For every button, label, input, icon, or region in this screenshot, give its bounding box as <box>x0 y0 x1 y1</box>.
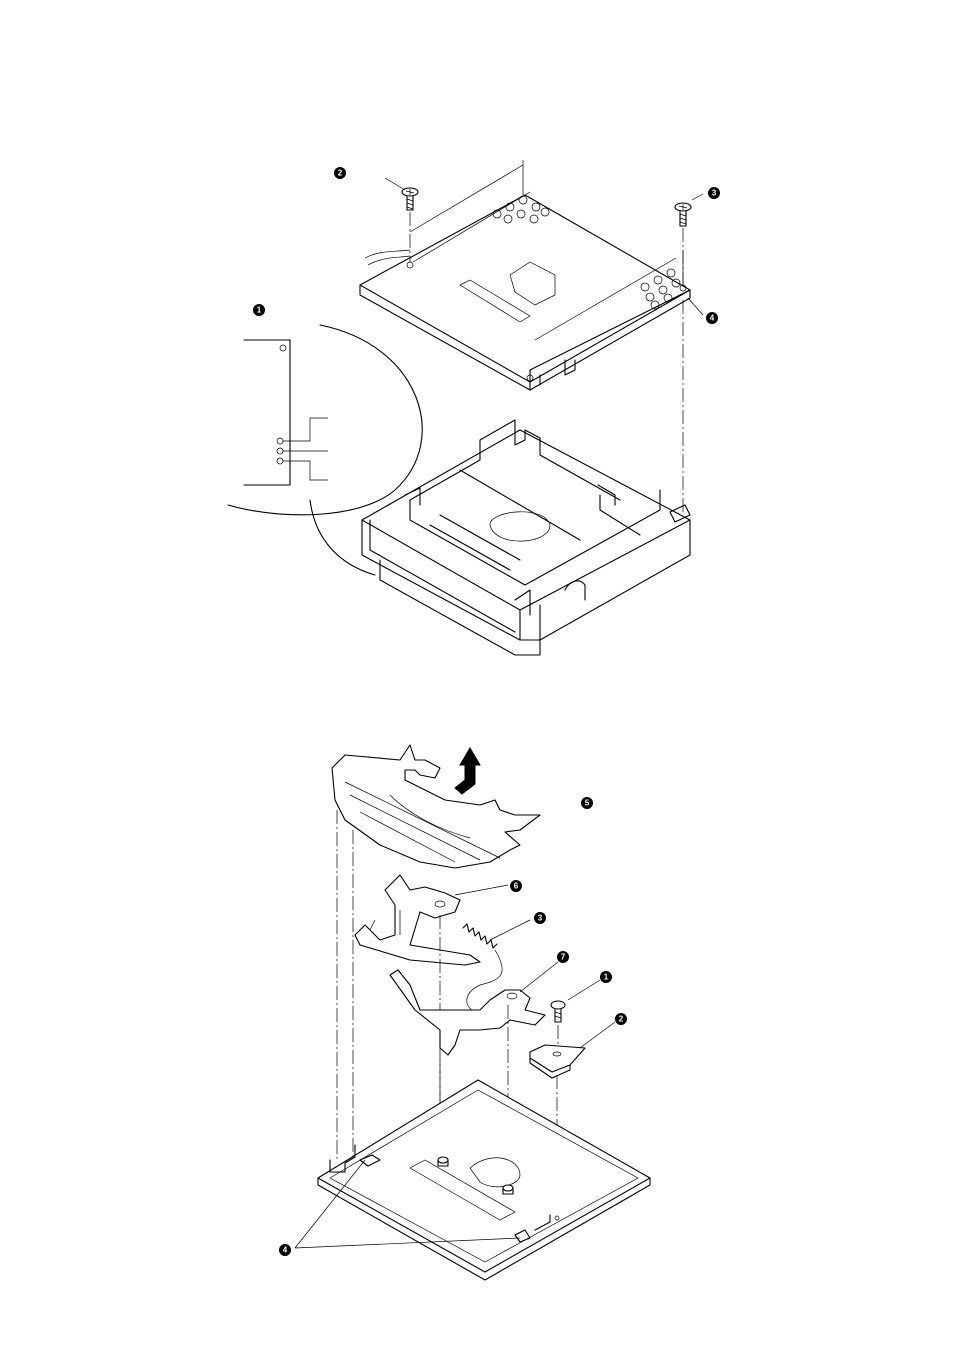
callout-bottom-7: 7 <box>557 951 569 963</box>
callout-bottom-1: 1 <box>600 971 612 983</box>
svg-text:2: 2 <box>619 1015 624 1024</box>
svg-text:7: 7 <box>561 953 566 962</box>
svg-text:3: 3 <box>538 914 543 923</box>
top-cover <box>360 195 690 390</box>
svg-text:5: 5 <box>585 799 590 808</box>
svg-text:4: 4 <box>283 1246 288 1255</box>
mechanism-chassis <box>362 420 690 655</box>
bottom-assembly <box>295 745 650 1280</box>
callout-bottom-3: 3 <box>534 912 546 924</box>
svg-text:6: 6 <box>514 882 519 891</box>
svg-text:1: 1 <box>604 973 609 982</box>
callout-top-3: 3 <box>708 187 720 199</box>
callout-top-4: 4 <box>706 312 718 324</box>
callout-bottom-4: 4 <box>279 1244 291 1256</box>
callout-bottom-5: 5 <box>581 797 593 809</box>
lift-arrow-icon <box>455 748 480 794</box>
callout-top-1: 1 <box>253 304 265 316</box>
svg-text:3: 3 <box>712 189 717 198</box>
screw-bottom-1 <box>551 980 600 1045</box>
base-plate <box>295 1080 650 1280</box>
svg-text:2: 2 <box>338 169 343 178</box>
top-assembly <box>228 160 703 655</box>
callout-top-2: 2 <box>334 167 346 179</box>
svg-text:1: 1 <box>257 306 262 315</box>
callout-bottom-6: 6 <box>510 880 522 892</box>
callout-bottom-2: 2 <box>615 1013 627 1025</box>
svg-text:4: 4 <box>710 314 715 323</box>
